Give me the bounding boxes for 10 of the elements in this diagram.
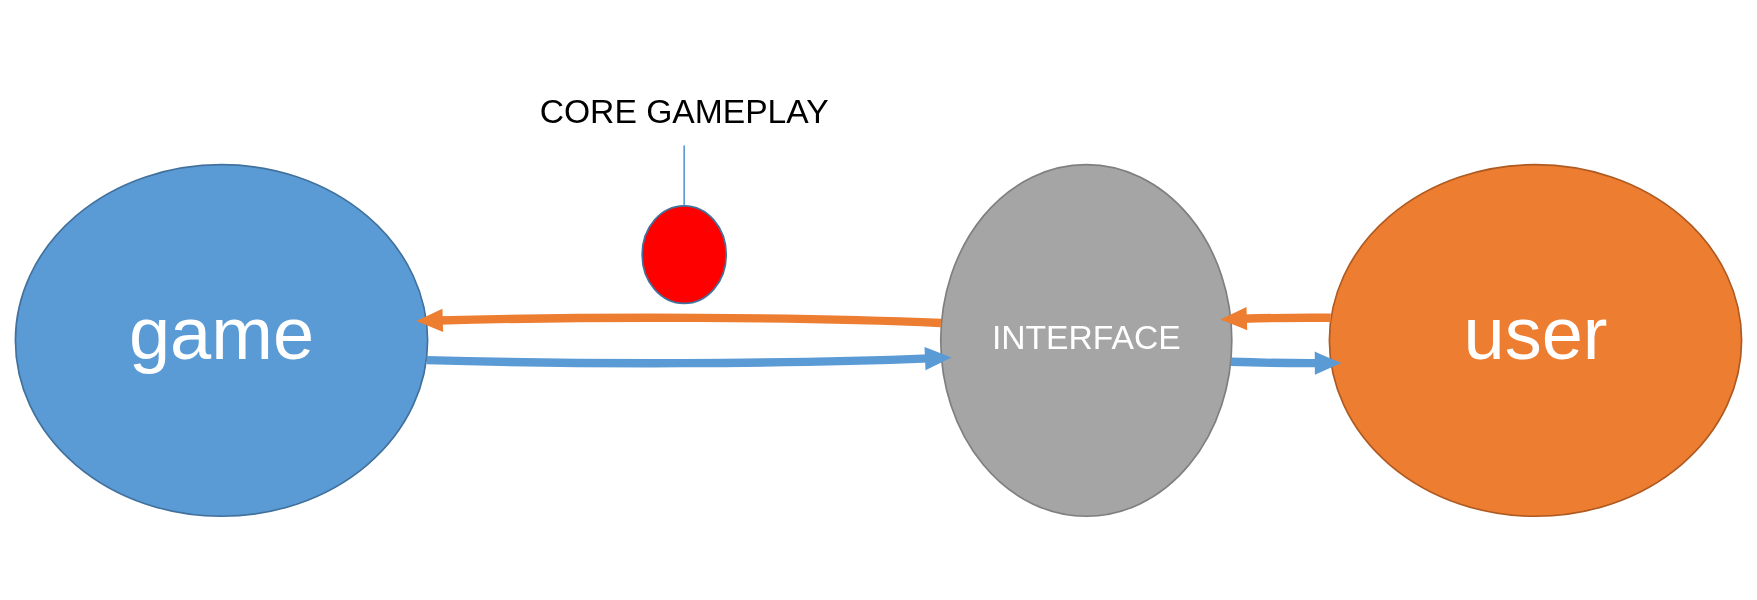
node-ellipse: INTERFACE xyxy=(939,163,1233,517)
node-ellipse: user xyxy=(1328,163,1743,517)
node-circle xyxy=(641,204,728,304)
arrow xyxy=(426,346,952,370)
node-ellipse: game xyxy=(14,163,429,517)
node-text: CORE GAMEPLAY xyxy=(539,92,829,130)
arrow xyxy=(1230,351,1342,375)
connector xyxy=(683,144,685,206)
arrow xyxy=(416,308,942,332)
arrow xyxy=(1220,306,1331,330)
